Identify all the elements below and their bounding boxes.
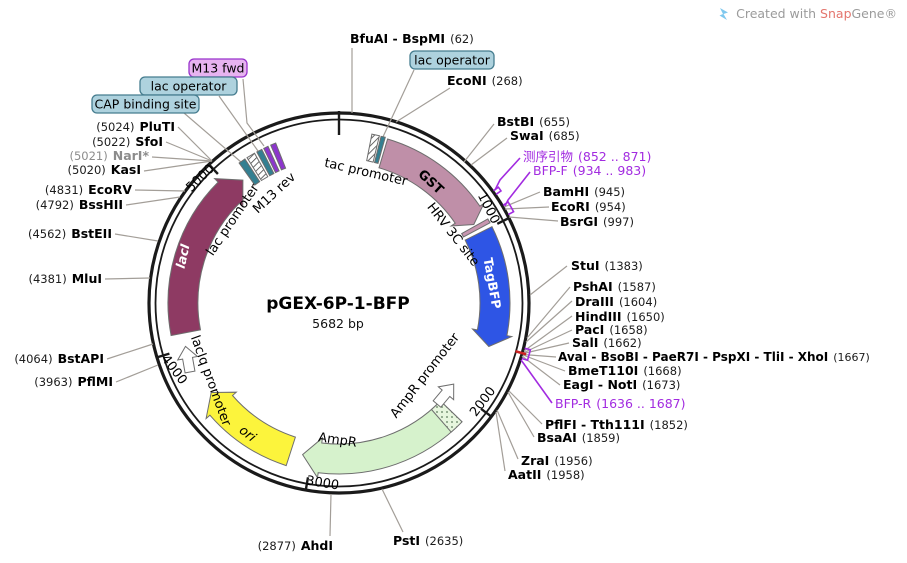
tick-4000 bbox=[155, 352, 170, 359]
enzyme-label-aatii[interactable]: AatII(1958) bbox=[508, 467, 585, 482]
plasmid-title: pGEX-6P-1-BFP bbox=[266, 294, 409, 314]
enzyme-label-pflfi-tth111i[interactable]: PflFI - Tth111I(1852) bbox=[545, 417, 688, 432]
enzyme-label-eagi-noti[interactable]: EagI - NotI(1673) bbox=[563, 377, 680, 392]
enzyme-label-bsaai[interactable]: BsaAI(1859) bbox=[537, 430, 620, 445]
snapgene-watermark: Created with SnapGene® bbox=[717, 6, 897, 21]
enzyme-label-draiii[interactable]: DraIII(1604) bbox=[575, 294, 657, 309]
laci-label[interactable]: lacI bbox=[173, 242, 193, 270]
enzyme-label-swai[interactable]: SwaI(685) bbox=[510, 128, 580, 143]
enzyme-label-bsteii[interactable]: (4562)BstEII bbox=[28, 226, 112, 241]
lac-operator-left-bubble-label[interactable]: lac operator bbox=[151, 79, 228, 94]
feature-lac-operator-right-block[interactable] bbox=[373, 135, 386, 165]
enzyme-label-bamhi[interactable]: BamHI(945) bbox=[543, 184, 625, 199]
feature-gst-arrow[interactable] bbox=[378, 138, 486, 227]
enzyme-label-pflmi[interactable]: (3963)PflMI bbox=[34, 374, 113, 389]
ampr-label[interactable]: AmpR bbox=[317, 430, 358, 450]
feature-ampr-arrow[interactable] bbox=[301, 400, 463, 480]
primer-bracket-bfp-r[interactable] bbox=[521, 347, 532, 362]
tick-1000 bbox=[496, 216, 511, 225]
feature-laciq-promoter-arrow[interactable] bbox=[176, 345, 200, 374]
enzyme-labels-left: (5024)PluTI (5022)SfoI (5021)NarI* (5020… bbox=[14, 119, 333, 553]
enzyme-labels-right: BfuAI - BspMI(62) EcoNI(268) BstBI(655) … bbox=[350, 31, 870, 548]
enzyme-label-stui[interactable]: StuI(1383) bbox=[571, 258, 643, 273]
feature-m13-rev-block[interactable] bbox=[270, 142, 287, 171]
enzyme-label-sali[interactable]: SalI(1662) bbox=[572, 335, 642, 350]
feature-m13-fwd-block[interactable] bbox=[263, 145, 280, 174]
enzyme-label-bstbi[interactable]: BstBI(655) bbox=[497, 114, 570, 129]
m13-fwd-bubble-label[interactable]: M13 fwd bbox=[191, 61, 244, 76]
feature-tagbfp-arrow[interactable] bbox=[464, 226, 514, 348]
tick-label-3000: 3000 bbox=[305, 474, 340, 494]
enzyme-label-bfuai-bspmi[interactable]: BfuAI - BspMI(62) bbox=[350, 31, 474, 46]
primer-labels: 测序引物(852 .. 871) BFP-F(934 .. 983) BFP-R… bbox=[523, 149, 686, 411]
feature-lac-operator-left-block[interactable] bbox=[256, 148, 275, 177]
enzyme-label-mlui[interactable]: (4381)MluI bbox=[28, 271, 102, 286]
enzyme-label-econi[interactable]: EcoNI(268) bbox=[447, 73, 523, 88]
leader-lines bbox=[104, 48, 573, 537]
enzyme-label-sfoi[interactable]: (5022)SfoI bbox=[92, 134, 163, 149]
enzyme-label-zrai[interactable]: ZraI(1956) bbox=[521, 453, 593, 468]
feature-ampr-promoter-arrow[interactable] bbox=[429, 378, 461, 411]
watermark-prefix: Created with bbox=[736, 6, 821, 21]
feature-ori-arrow[interactable] bbox=[205, 391, 297, 467]
tick-marks bbox=[155, 111, 511, 492]
enzyme-label-paci[interactable]: PacI(1658) bbox=[575, 322, 648, 337]
enzyme-label-bstapi[interactable]: (4064)BstAPI bbox=[14, 351, 104, 366]
primer-label-bfp-f[interactable]: BFP-F(934 .. 983) bbox=[533, 163, 646, 178]
watermark-gene: Gene® bbox=[851, 6, 898, 21]
cap-binding-site-bubble[interactable] bbox=[91, 94, 200, 114]
ampr-promoter-label[interactable]: AmpR promoter bbox=[388, 330, 464, 421]
features-layer bbox=[167, 133, 514, 480]
feature-hrv-3c-site-block[interactable] bbox=[461, 218, 491, 238]
feature-laci-arrow[interactable] bbox=[167, 178, 244, 337]
tick-2000 bbox=[480, 407, 493, 419]
enzyme-label-pluti[interactable]: (5024)PluTI bbox=[96, 119, 175, 134]
enzyme-label-pshai[interactable]: PshAI(1587) bbox=[573, 279, 656, 294]
cap-binding-site-bubble-label[interactable]: CAP binding site bbox=[95, 97, 197, 112]
feature-tac-promoter-block[interactable] bbox=[366, 133, 381, 163]
lac-operator-right-bubble-label[interactable]: lac operator bbox=[414, 53, 491, 68]
primer-label-bfp-r[interactable]: BFP-R(1636 .. 1687) bbox=[555, 396, 686, 411]
tick-3000 bbox=[304, 477, 310, 492]
enzyme-label-hindiii[interactable]: HindIII(1650) bbox=[575, 309, 665, 324]
enzyme-label-bsshii[interactable]: (4792)BssHII bbox=[36, 197, 123, 212]
primer-bracket-seq[interactable] bbox=[493, 186, 503, 195]
plasmid-size: 5682 bp bbox=[312, 316, 364, 331]
enzyme-label-kasi[interactable]: (5020)KasI bbox=[68, 162, 141, 177]
enzyme-label-bmet110i[interactable]: BmeT110I(1668) bbox=[568, 363, 682, 378]
enzyme-label-nari[interactable]: (5021)NarI* bbox=[70, 148, 150, 163]
enzyme-label-ecori[interactable]: EcoRI(954) bbox=[551, 199, 626, 214]
primer-label-seq[interactable]: 测序引物(852 .. 871) bbox=[523, 149, 651, 164]
primer-markers bbox=[493, 157, 553, 404]
bubble-labels: M13 fwd lac operator CAP binding site la… bbox=[91, 50, 495, 114]
enzyme-label-ecorv[interactable]: (4831)EcoRV bbox=[45, 182, 132, 197]
enzyme-label-avai-group[interactable]: AvaI - BsoBI - PaeR7I - PspXI - TliI - X… bbox=[558, 350, 870, 364]
mcs-red-tick bbox=[515, 350, 527, 356]
enzyme-label-psti[interactable]: PstI(2635) bbox=[393, 533, 463, 548]
enzyme-label-bsrgi[interactable]: BsrGI(997) bbox=[560, 214, 634, 229]
feature-lac-promoter-block[interactable] bbox=[246, 152, 269, 182]
feature-cap-binding-site-block[interactable] bbox=[238, 158, 261, 186]
snapgene-logo-icon bbox=[719, 7, 729, 20]
enzyme-label-ahdi[interactable]: (2877)AhdI bbox=[258, 538, 333, 553]
tick-5000 bbox=[207, 162, 219, 175]
watermark-snap: Snap bbox=[820, 6, 852, 21]
primer-bracket-bfp-f[interactable] bbox=[502, 200, 515, 216]
lac-operator-right-bubble[interactable] bbox=[409, 50, 495, 70]
